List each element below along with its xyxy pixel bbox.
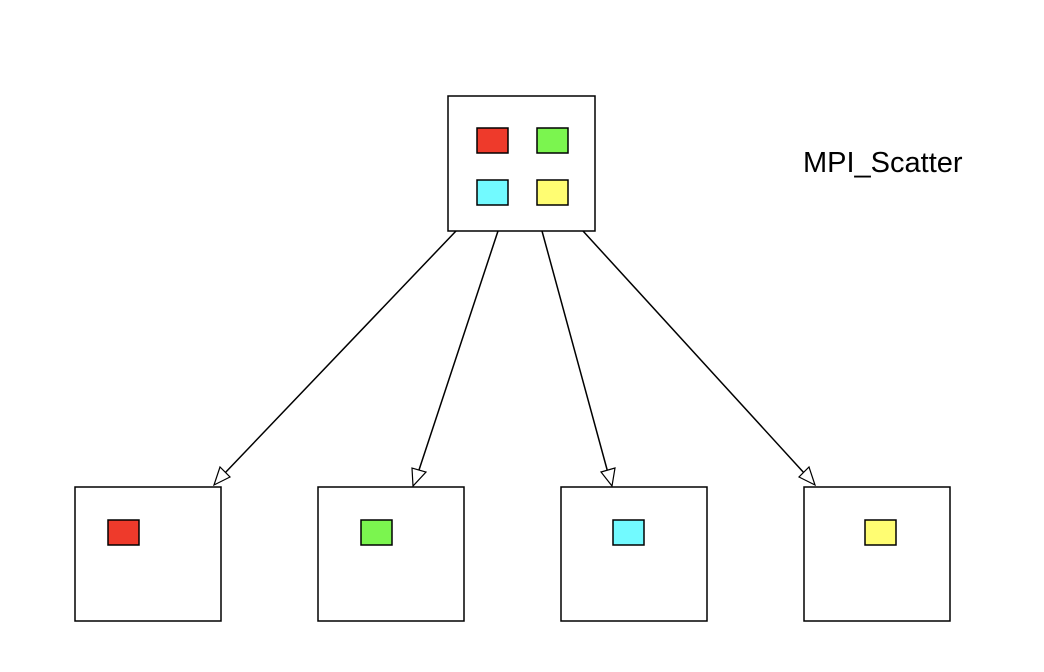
arrow-to-process-3: [582, 230, 817, 487]
receiver-process-0: [74, 486, 222, 622]
root-chunk-red: [476, 127, 509, 154]
arrow-to-process-1: [411, 230, 499, 488]
arrow-to-process-0: [212, 230, 457, 487]
root-chunk-yellow: [536, 179, 569, 206]
receiver-chunk-green: [360, 519, 393, 546]
receiver-process-2: [560, 486, 708, 622]
receiver-process-box: [74, 486, 222, 622]
arrow-to-process-2: [541, 230, 616, 488]
receiver-chunk-cyan: [612, 519, 645, 546]
root-process-box: [447, 95, 596, 232]
receiver-chunk-red: [107, 519, 140, 546]
receiver-process-1: [317, 486, 465, 622]
root-process: [447, 95, 596, 232]
receiver-process-3: [803, 486, 951, 622]
diagram-title: MPI_Scatter: [803, 147, 963, 179]
root-chunk-green: [536, 127, 569, 154]
receiver-process-box: [560, 486, 708, 622]
receiver-process-box: [803, 486, 951, 622]
receiver-process-box: [317, 486, 465, 622]
root-chunk-cyan: [476, 179, 509, 206]
receiver-chunk-yellow: [864, 519, 897, 546]
